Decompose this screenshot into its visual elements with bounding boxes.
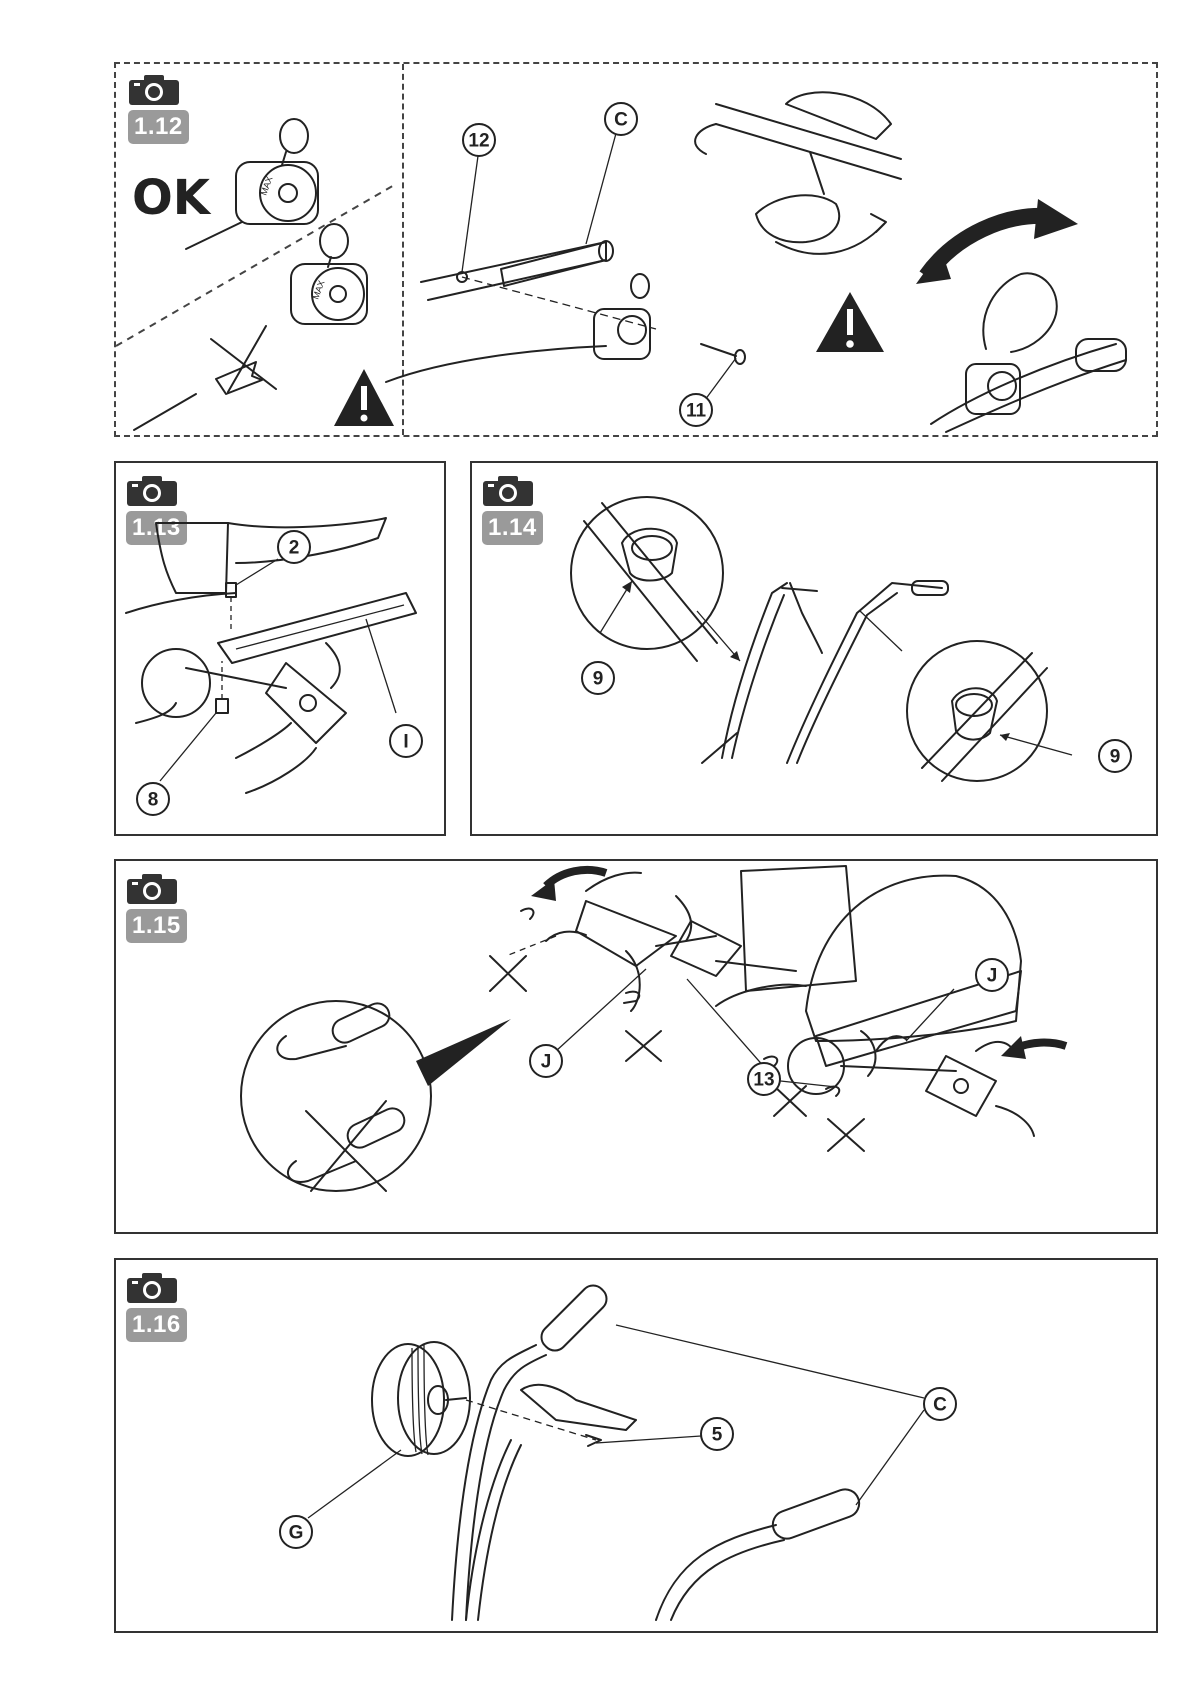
handlebar-tube-assembly [385,240,746,383]
figure-tag: 1.14 [482,475,543,545]
callout-12: 12 [461,123,496,273]
figure-1-16-panel: 1.16 [114,1258,1158,1633]
magnifier-detail-right [906,640,1048,782]
callout-J-left: J [529,968,647,1078]
svg-text:MAX: MAX [310,279,326,301]
svg-text:C: C [614,110,628,131]
svg-text:9: 9 [593,669,604,690]
tine-right [787,1030,1035,1137]
figure-tag: 1.16 [126,1272,187,1342]
magnifier-detail-left [570,496,724,662]
callout-9-right: 9 [999,733,1132,773]
callout-C: C [615,1324,957,1506]
camera-icon [127,874,177,904]
svg-text:2: 2 [289,538,300,559]
adjust-gauge-illustration [916,199,1127,433]
hand-tightening-illustration [694,91,902,255]
warning-triangle-icon [334,369,394,426]
callout-11: 11 [679,357,737,427]
callout-G: G [279,1449,402,1549]
warning-triangle-icon [816,292,884,352]
svg-text:MAX: MAX [258,175,274,197]
svg-text:8: 8 [148,790,159,811]
svg-text:G: G [289,1523,304,1544]
svg-text:11: 11 [686,401,707,422]
figure-number: 1.12 [128,110,189,144]
figure-1-12-panel: 1.12 OK MAX MAX [114,62,1158,437]
callout-13: 13 [686,978,837,1096]
panel-divider [402,64,404,435]
svg-text:I: I [403,732,408,753]
callout-2: 2 [235,530,311,586]
replacement-grip [655,1488,861,1621]
ok-label: OK [132,170,212,226]
figure-number: 1.16 [126,1308,187,1342]
camera-icon [127,476,177,506]
figure-1-15-drawing: J J 13 [240,865,1068,1192]
camera-icon [127,1273,177,1303]
svg-text:J: J [541,1052,552,1073]
svg-text:C: C [933,1395,947,1416]
camera-icon [129,75,179,105]
callout-J-right: J [905,958,1009,1042]
figure-number: 1.14 [482,511,543,545]
cable-gauge-wrong: MAX [133,223,368,431]
svg-text:13: 13 [753,1070,774,1091]
figure-1-16-drawing: C 5 G [279,1284,957,1621]
figure-1-13-drawing: 2 I 8 [125,517,423,816]
tine-left [505,871,742,1012]
svg-text:5: 5 [712,1425,723,1446]
svg-text:9: 9 [1110,747,1121,768]
callout-9-left: 9 [581,580,633,695]
handlebar-with-lever [451,1284,637,1621]
figure-1-14-panel: 1.14 [470,461,1158,836]
figure-1-13-panel: 1.13 2 I [114,461,446,836]
callout-I: I [365,618,423,758]
figure-1-14-drawing: 9 9 [570,496,1132,782]
figure-number: 1.15 [126,909,187,943]
callout-5: 5 [595,1417,734,1451]
wheel-illustration [371,1341,471,1457]
figure-1-15-panel: 1.15 [114,859,1158,1234]
tiller-engine-illustration [715,865,1022,1067]
svg-text:J: J [987,966,998,987]
svg-text:12: 12 [468,131,489,152]
callout-8: 8 [136,712,217,816]
figure-1-12-drawing: OK MAX MAX [115,91,1127,433]
figure-tag: 1.15 [126,873,187,943]
magnifier-pin-detail [240,1000,511,1192]
figure-tag: 1.12 [128,74,189,144]
callout-C: C [585,102,638,245]
crossed-pin-markers [489,907,865,1152]
camera-icon [483,476,533,506]
